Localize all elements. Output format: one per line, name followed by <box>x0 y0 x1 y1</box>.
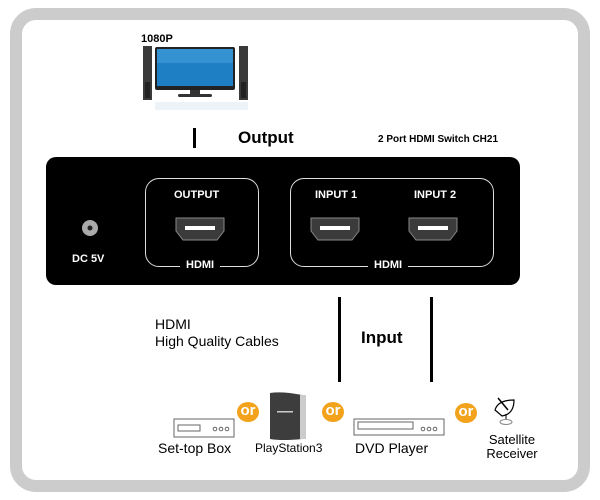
hdmi-output-port-icon[interactable] <box>175 217 225 241</box>
or-badge-3: or <box>455 403 477 423</box>
hdmi-input-1-port-icon[interactable] <box>310 217 360 241</box>
source-label-set-top-box: Set-top Box <box>158 440 232 456</box>
playstation3-icon <box>270 392 306 440</box>
hdmi-input-2-port-icon[interactable] <box>408 217 458 241</box>
output-port-label: OUTPUT <box>174 189 220 201</box>
cables-label-line2: High Quality Cables <box>155 333 279 349</box>
set-top-box-icon <box>173 418 235 438</box>
source-label-satellite-receiver: Satellite Receiver <box>486 432 538 461</box>
source-label-dvd-player: DVD Player <box>355 440 429 456</box>
product-title: 2 Port HDMI Switch CH21 <box>378 134 499 145</box>
output-heading: Output <box>238 128 294 147</box>
switch-rear-panel: DC 5V OUTPUT HDMI INPUT 1 INPUT 2 HDMI <box>46 157 520 285</box>
satellite-dish-icon <box>494 397 515 425</box>
input-1-label: INPUT 1 <box>315 189 358 201</box>
source-label-playstation3: PlayStation3 <box>255 441 323 455</box>
dvd-player-icon <box>353 418 445 436</box>
input-hdmi-tag: HDMI <box>368 259 409 271</box>
input-heading: Input <box>361 328 403 347</box>
hdtv-icon <box>143 46 248 110</box>
resolution-label: 1080P <box>141 33 173 45</box>
cables-label-line1: HDMI <box>155 316 191 332</box>
dc-power-label: DC 5V <box>72 253 105 265</box>
input-2-label: INPUT 2 <box>414 189 457 201</box>
output-hdmi-tag: HDMI <box>180 259 221 271</box>
input-1-cable-line <box>338 297 341 382</box>
dc-power-jack-icon <box>82 220 98 236</box>
or-badge-2: or <box>322 402 344 422</box>
output-cable-line <box>193 128 196 148</box>
or-badge-1: or <box>237 402 259 422</box>
input-2-cable-line <box>430 297 433 382</box>
